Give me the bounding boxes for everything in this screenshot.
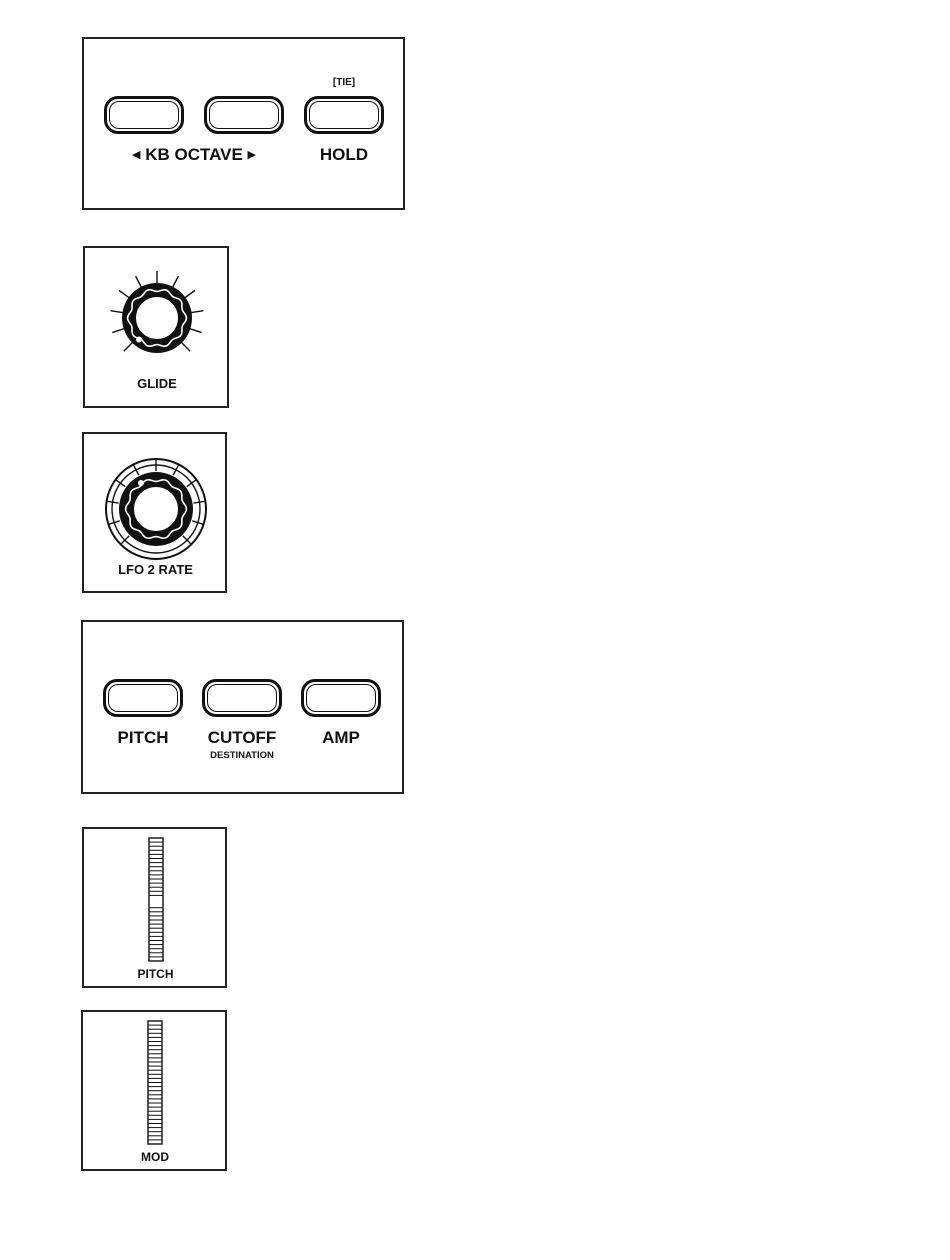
tie-label: [TIE]	[304, 77, 384, 88]
cutoff-destination-label: CUTOFF	[197, 728, 287, 748]
pitch-destination-button[interactable]	[103, 679, 183, 717]
arrow-right-icon: ▶	[248, 149, 256, 161]
destination-panel: PITCH CUTOFF AMP DESTINATION	[81, 620, 404, 794]
knob-cap	[133, 486, 179, 532]
knob-pointer-dot	[136, 336, 142, 342]
mod-wheel[interactable]	[83, 1012, 229, 1152]
destination-label: DESTINATION	[187, 750, 297, 761]
amp-destination-label: AMP	[301, 728, 381, 748]
cutoff-destination-button[interactable]	[202, 679, 282, 717]
kb-octave-text: KB OCTAVE	[145, 145, 243, 164]
glide-label: GLIDE	[85, 376, 229, 391]
glide-knob[interactable]	[85, 248, 231, 378]
wheel-body	[149, 838, 163, 961]
pitch-destination-label: PITCH	[103, 728, 183, 748]
mod-wheel-panel: MOD	[81, 1010, 227, 1171]
octave-down-button[interactable]	[104, 96, 184, 134]
pitch-wheel-panel: PITCH	[82, 827, 227, 988]
mod-wheel-label: MOD	[83, 1150, 227, 1164]
octave-hold-panel: [TIE] ◀ KB OCTAVE ▶ HOLD	[82, 37, 405, 210]
hold-button[interactable]	[304, 96, 384, 134]
glide-panel: GLIDE	[83, 246, 229, 408]
amp-destination-button[interactable]	[301, 679, 381, 717]
lfo2-rate-panel: LFO 2 RATE	[82, 432, 227, 593]
pitch-wheel[interactable]	[84, 829, 229, 969]
octave-up-button[interactable]	[204, 96, 284, 134]
hold-label: HOLD	[304, 145, 384, 165]
arrow-left-icon: ◀	[132, 149, 140, 161]
lfo2-rate-knob[interactable]	[84, 434, 229, 564]
lfo2-rate-label: LFO 2 RATE	[84, 562, 227, 577]
knob-cap	[135, 296, 179, 340]
knob-pointer-dot	[138, 480, 144, 486]
kb-octave-label: ◀ KB OCTAVE ▶	[104, 145, 284, 165]
pitch-wheel-label: PITCH	[84, 967, 227, 981]
